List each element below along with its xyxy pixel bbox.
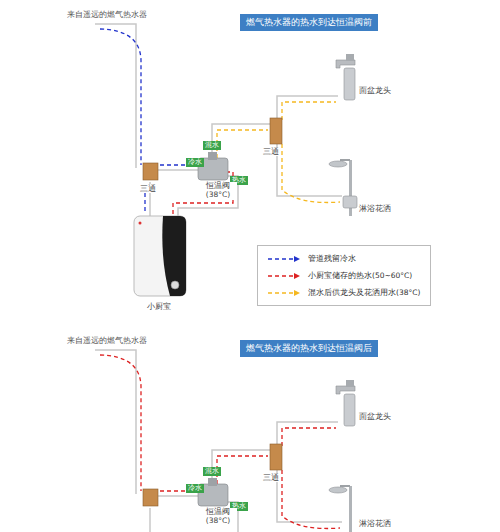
fixture-label: 面盆龙头 xyxy=(358,86,392,95)
node-text: 混水 xyxy=(205,141,219,149)
node-text: 冷水 xyxy=(188,158,202,166)
part-label: 三通 xyxy=(262,147,280,156)
part-label: 恒温阀 (38°C) xyxy=(199,508,237,525)
legend-sample xyxy=(266,289,302,297)
legend-box: 管道残留冷水小厨宝储存的热水(50~60°C) 混水后供龙头及花洒用水(38°C) xyxy=(257,245,431,306)
node-text: 冷水 xyxy=(188,484,202,492)
legend-entry: 管道残留冷水 xyxy=(258,250,430,267)
pipe-tag: 混水 xyxy=(203,467,221,476)
pipe-tag: 混水 xyxy=(203,141,221,150)
legend-entry: 混水后供龙头及花洒用水(38°C) xyxy=(258,284,430,301)
source-label: 来自遥远的燃气热水器 xyxy=(66,336,148,345)
panel-title: 燃气热水器的热水到达恒温阀前 xyxy=(240,14,378,31)
part-label: 三通 xyxy=(262,473,280,482)
pipe-tag: 冷水 xyxy=(186,484,204,493)
pipe-tag: 冷水 xyxy=(186,158,204,167)
legend-entry: 小厨宝储存的热水(50~60°C) xyxy=(258,267,430,284)
legend-sample xyxy=(266,255,302,263)
node-text: 燃气热水器的热水到达恒温阀前 xyxy=(246,17,372,27)
part-label: 恒温阀 (38°C) xyxy=(199,182,237,199)
fixture-label: 面盆龙头 xyxy=(358,412,392,421)
legend-text: 小厨宝储存的热水(50~60°C) xyxy=(308,271,412,281)
node-text: 混水 xyxy=(205,467,219,475)
legend-text: 管道残留冷水 xyxy=(308,254,356,264)
legend-sample xyxy=(266,272,302,280)
legend-text: 混水后供龙头及花洒用水(38°C) xyxy=(308,288,420,298)
panel-title: 燃气热水器的热水到达恒温阀后 xyxy=(240,340,378,357)
part-label: 小厨宝 xyxy=(146,302,172,311)
part-label: 三通 xyxy=(139,184,157,193)
fixture-label: 淋浴花洒 xyxy=(358,204,392,213)
node-text: 燃气热水器的热水到达恒温阀后 xyxy=(246,343,372,353)
source-label: 来自遥远的燃气热水器 xyxy=(66,10,148,19)
fixture-label: 淋浴花洒 xyxy=(358,519,392,528)
